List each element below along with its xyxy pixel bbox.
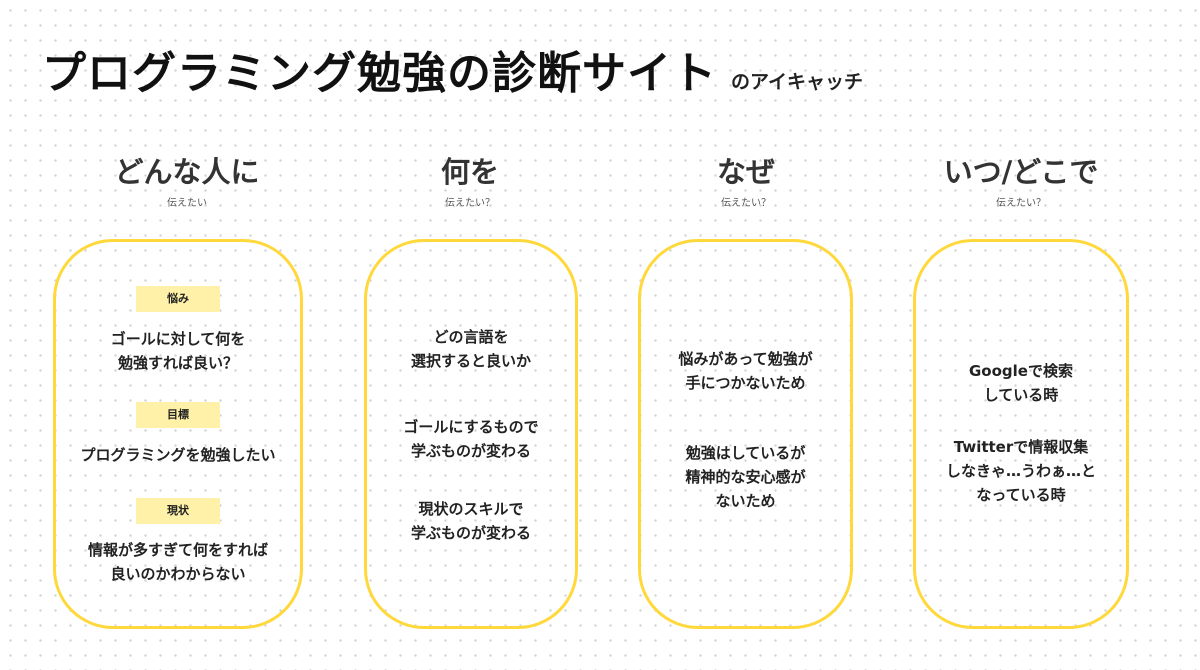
card-text: 勉強はしているが 精神的な安心感が ないため bbox=[685, 444, 806, 510]
tag-worry: 悩み bbox=[136, 286, 220, 312]
card-text: Twitterで情報収集 しなきゃ…うわぁ…と なっている時 bbox=[945, 438, 1096, 504]
card-when-where: Googleで検索 している時 Twitterで情報収集 しなきゃ…うわぁ…と … bbox=[913, 239, 1129, 629]
column-header-what: 何を 伝えたい？ bbox=[340, 152, 600, 209]
card-text: ゴールに対して何を 勉強すれば良い？ bbox=[110, 330, 246, 372]
card-section-goal: 目標 bbox=[56, 402, 300, 428]
column-heading: なぜ bbox=[716, 155, 775, 189]
card-section-worry: 悩み bbox=[56, 286, 300, 312]
column-heading: どんな人に bbox=[114, 155, 260, 189]
column-header-who: どんな人に 伝えたい bbox=[57, 152, 317, 209]
column-subheading: 伝えたい bbox=[167, 198, 207, 209]
card-text: 悩みがあって勉強が 手につかないため bbox=[678, 350, 813, 392]
card-text: 情報が多すぎて何をすれば 良いのかわからない bbox=[87, 541, 268, 583]
column-subheading: 伝えたい？ bbox=[445, 198, 495, 209]
card-text: Googleで検索 している時 bbox=[969, 362, 1073, 404]
column-subheading: 伝えたい？ bbox=[996, 198, 1046, 209]
column-header-when-where: いつ/どこで 伝えたい？ bbox=[891, 152, 1151, 209]
card-why: 悩みがあって勉強が 手につかないため 勉強はしているが 精神的な安心感が ないた… bbox=[638, 239, 853, 629]
column-heading: 何を bbox=[440, 155, 499, 189]
card-section-current: 現状 bbox=[56, 498, 300, 524]
card-text: 現状のスキルで 学ぶものが変わる bbox=[410, 500, 531, 542]
tag-current: 現状 bbox=[136, 498, 220, 524]
column-subheading: 伝えたい？ bbox=[721, 198, 771, 209]
page-title: プログラミング勉強の診断サイト bbox=[42, 48, 717, 99]
tag-goal: 目標 bbox=[136, 402, 220, 428]
title-row: プログラミング勉強の診断サイト のアイキャッチ bbox=[42, 52, 863, 96]
card-what: どの言語を 選択すると良いか ゴールにするもので 学ぶものが変わる 現状のスキル… bbox=[364, 239, 578, 629]
page-subtitle: のアイキャッチ bbox=[731, 71, 864, 93]
card-who: 悩み ゴールに対して何を 勉強すれば良い？ 目標 プログラミングを勉強したい 現… bbox=[53, 239, 303, 629]
column-header-why: なぜ 伝えたい？ bbox=[616, 152, 876, 209]
column-heading: いつ/どこで bbox=[943, 155, 1099, 189]
card-text: どの言語を 選択すると良いか bbox=[410, 328, 531, 370]
card-text: ゴールにするもので 学ぶものが変わる bbox=[403, 418, 539, 460]
card-text: プログラミングを勉強したい bbox=[80, 446, 276, 464]
